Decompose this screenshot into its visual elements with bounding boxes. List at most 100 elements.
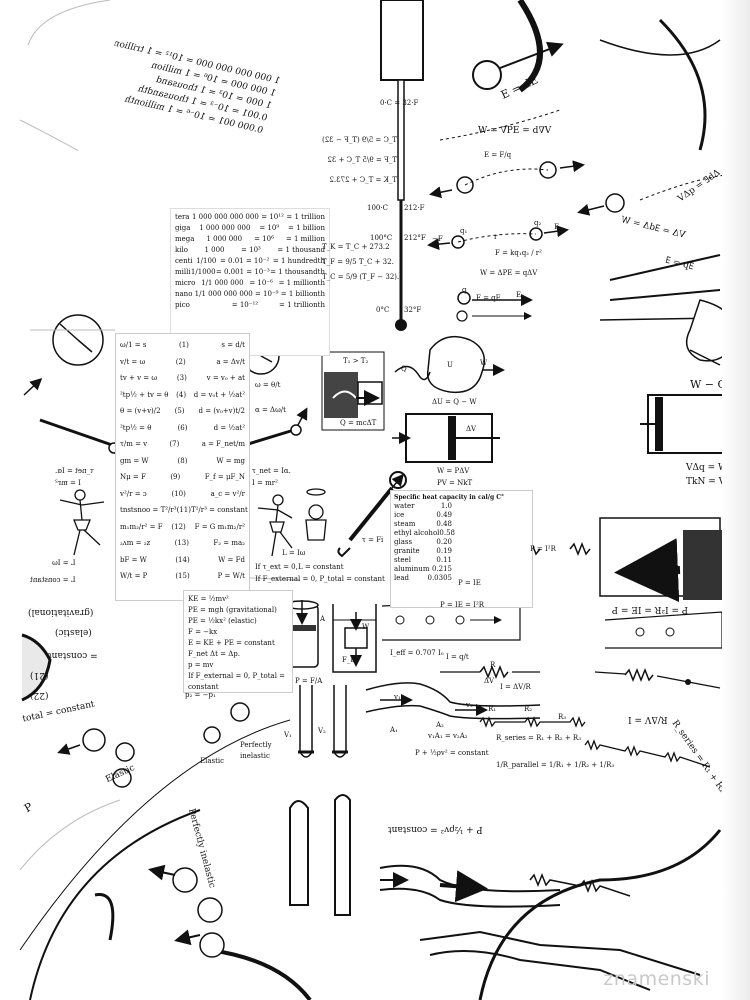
prefix-sci: = 10³ xyxy=(241,246,261,254)
prefix-word: = 1 billionth xyxy=(280,290,325,298)
kinematics-mirrored-equation: gm = W xyxy=(120,456,149,465)
kinematics-mirrored-equation: tnstsnoo = T²/r³ xyxy=(120,506,177,514)
prefix-name: pico xyxy=(175,301,190,309)
prefix-name: mega xyxy=(175,235,195,243)
kinematics-mirrored-equation: ω/1 = s xyxy=(120,341,147,349)
torque-net-formula: τ_net = Iα. xyxy=(252,467,291,475)
energy-formula: p = mv xyxy=(188,661,214,669)
left-edge-label: (21) xyxy=(30,670,49,680)
power-formula: P = IE xyxy=(458,579,481,587)
field-label-e: E xyxy=(516,291,522,299)
equation-number: (1) xyxy=(178,341,189,349)
left-edge-label: = constant xyxy=(48,650,98,660)
prefix-name: milli xyxy=(175,268,191,276)
series-formula: R_series = R₁ + R₂ + R₃ xyxy=(496,734,582,742)
collision-label-inelastic: Perfectly inelastic xyxy=(240,741,272,760)
energy-formula: E = KE + PE = constant xyxy=(188,639,275,647)
resistor-label-r3: R₃ xyxy=(558,713,567,721)
prefix-sci: = 10⁶ xyxy=(254,235,274,243)
kinematics-mirrored-equation: θ = (v+v)/2 xyxy=(120,407,161,415)
angular-velocity-formula: ω = θ/t xyxy=(255,381,281,389)
ideal-gas-formula: PV = NkT xyxy=(437,479,473,487)
mirrored-momentum-formula: L = Iω xyxy=(52,559,76,567)
specific-heat-table: Specific heat capacity in cal/g C° water… xyxy=(390,490,533,608)
temp-mark-32f: 32°F xyxy=(404,306,422,314)
prefix-sci: = 0.01 = 10⁻² xyxy=(219,257,270,265)
resistor-label-r: R xyxy=(490,661,496,669)
energy-formula: F = −kx xyxy=(188,628,218,636)
temp-equation: T_K = T_C + 273.2 xyxy=(322,243,390,251)
kinematics-row: θ = (v+v)/2(5)d = (v₀+v)t/2 xyxy=(120,403,245,420)
prefix-row: pico = 10⁻¹² = 1 trillionth xyxy=(175,300,325,311)
energy-formula: PE = mgh (gravitational) xyxy=(188,606,277,614)
mirrored-work-formula: W − Q xyxy=(690,378,727,391)
velocity-label-v1: v₁ xyxy=(394,693,401,701)
force-label-neg-f: −F xyxy=(432,235,443,243)
kinematics-mirrored-equation: Nμ = F xyxy=(120,473,146,481)
weight-label-w: W xyxy=(362,623,370,631)
first-law-formula: ΔU = Q − W xyxy=(432,398,477,406)
temp-equation: T_C = 5/9 (T_F − 32) xyxy=(322,136,398,144)
energy-formula: If F_external = 0, P_total = constant xyxy=(188,672,286,691)
equation-number: (2) xyxy=(175,357,186,366)
angular-acceleration-formula: α = Δω/t xyxy=(255,406,286,414)
prefix-word: = 1 thousandth xyxy=(270,268,325,276)
power-resistance-formula: P = I²R xyxy=(530,545,556,553)
material-name: water xyxy=(394,502,415,510)
force-label-f: F xyxy=(554,223,559,231)
mirrored-torque-formula: τ_net = Iα. xyxy=(55,467,94,475)
area-label-a2: A₂ xyxy=(436,721,444,729)
right-edge-shadow xyxy=(722,0,750,1000)
material-name: ethyl alcohol xyxy=(394,529,440,537)
kinematics-equation: d = (v₀+v)t/2 xyxy=(198,407,245,415)
mirrored-bernoulli-formula: P + ½ρv² = constant xyxy=(388,824,483,834)
material-value: 0.11 xyxy=(436,556,452,564)
charge-label-q2: q₂ xyxy=(534,219,542,227)
kinematics-equation: W = Fd xyxy=(218,555,245,564)
equation-number: (15) xyxy=(175,572,190,580)
material-name: lead xyxy=(394,574,410,582)
prefix-word: = 1 million xyxy=(285,235,325,243)
kinematics-equation: F₂ = ma₂ xyxy=(213,539,245,547)
equation-number: (3) xyxy=(176,374,187,382)
kinematics-equation: s = d/t xyxy=(221,341,245,349)
kinematics-row: Nμ = F(9)F_f = μF_N xyxy=(120,469,245,486)
kinematics-row: ₂ʌm = ₂z(13)F₂ = ma₂ xyxy=(120,535,245,552)
temp-equation: T_C = 5/9 (T_F − 32). xyxy=(322,273,400,281)
material-name: granite xyxy=(394,547,420,555)
rms-current-formula: I_eff = 0.707 I₀ xyxy=(390,649,444,657)
power-chain-formula: P = IE = I²R xyxy=(440,601,485,609)
force-field-formula: F = qE xyxy=(476,294,501,302)
prefix-sci: = 10¹² xyxy=(261,213,284,221)
ohm-formula: I = ΔV/R xyxy=(500,683,531,691)
kinematics-mirrored-equation: tv + v = ω xyxy=(120,374,158,382)
prefix-word: = 1 trillionth xyxy=(279,301,325,309)
prefix-sci: = 10⁻¹² xyxy=(231,301,259,309)
material-name: steam xyxy=(394,520,416,528)
kinematics-row: ²tp½ + tv = θ(4)d = v₀t + ½at² xyxy=(120,387,245,404)
charge-label-q: q xyxy=(462,286,467,294)
angular-constant: L = constant xyxy=(298,563,344,571)
voltage-label: ΔV xyxy=(484,677,495,685)
mirrored-gas-formula: VΔq = W xyxy=(686,463,728,473)
parallel-formula: 1/R_parallel = 1/R₁ + 1/R₂ + 1/R₃ xyxy=(496,761,615,769)
equation-number: (7) xyxy=(169,440,180,448)
energy-formula: F_net Δt = Δp. xyxy=(188,650,240,658)
prefix-sci: = 10⁻⁶ xyxy=(249,279,273,287)
kinematics-row: ω/1 = s (1) s = d/t xyxy=(120,337,245,354)
heat-label-q: Q xyxy=(401,365,407,373)
prefix-word: = 1 billion xyxy=(288,224,325,232)
current-charge-formula: I = q/t xyxy=(446,653,469,661)
mirrored-temp-equations: T_C = 5/9 (T_F − 32) T_F = 9/5 T_C + 32 … xyxy=(322,130,397,190)
